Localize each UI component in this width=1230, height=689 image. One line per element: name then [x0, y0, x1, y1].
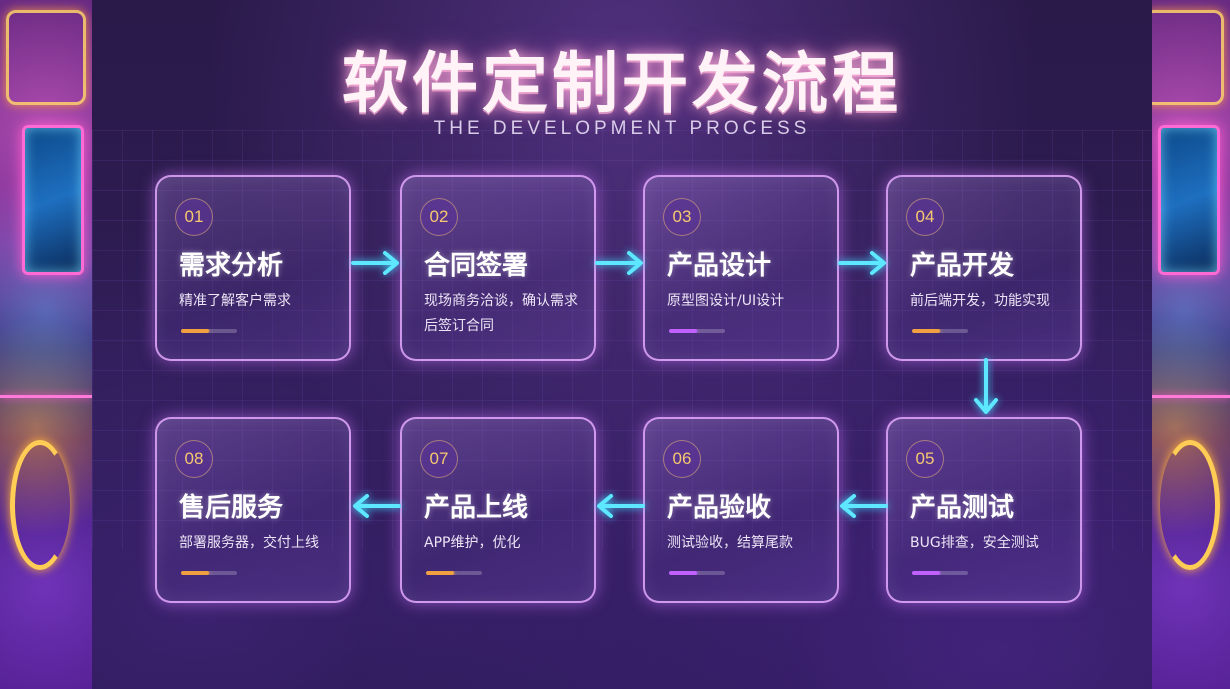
step-progress-bar	[181, 329, 237, 333]
right-decoration	[1138, 0, 1230, 689]
step-number: 01	[175, 198, 213, 236]
step-number: 06	[663, 440, 701, 478]
step-progress-bar	[181, 571, 237, 575]
arrow-left-icon	[595, 491, 645, 521]
step-progress-bar	[912, 571, 968, 575]
step-title: 需求分析	[179, 251, 284, 281]
arcade-screen	[22, 125, 84, 275]
arrow-right-icon	[595, 248, 645, 278]
step-progress-fill	[669, 329, 697, 333]
step-title: 产品验收	[667, 493, 772, 523]
step-description: APP维护，优化	[424, 535, 521, 551]
step-progress-bar	[669, 571, 725, 575]
step-progress-fill	[669, 571, 697, 575]
step-card-07: 07 产品上线 APP维护，优化	[400, 417, 596, 603]
step-card-01: 01 需求分析 精准了解客户需求	[155, 175, 351, 361]
step-card-06: 06 产品验收 测试验收，结算尾款	[643, 417, 839, 603]
step-description: 精准了解客户需求	[179, 293, 291, 309]
arrow-left-icon	[351, 491, 401, 521]
step-description: 前后端开发，功能实现	[910, 293, 1050, 309]
step-progress-fill	[426, 571, 454, 575]
step-description: 原型图设计/UI设计	[667, 293, 785, 309]
arcade-screen	[1158, 125, 1220, 275]
step-progress-bar	[912, 329, 968, 333]
step-number: 05	[906, 440, 944, 478]
step-title: 合同签署	[424, 251, 529, 281]
step-card-08: 08 售后服务 部署服务器，交付上线	[155, 417, 351, 603]
step-title: 产品开发	[910, 251, 1015, 281]
crescent-ornament	[1160, 440, 1220, 570]
neon-line	[1138, 395, 1230, 398]
page-subtitle: THE DEVELOPMENT PROCESS	[433, 118, 811, 139]
step-description: BUG排查，安全测试	[910, 535, 1039, 551]
arrow-left-icon	[838, 491, 888, 521]
step-title: 产品测试	[910, 493, 1015, 523]
step-number: 07	[420, 440, 458, 478]
step-description: 测试验收，结算尾款	[667, 535, 793, 551]
step-description: 部署服务器，交付上线	[179, 535, 319, 551]
main-panel: 软件定制开发流程 THE DEVELOPMENT PROCESS 01 需求分析…	[92, 0, 1152, 689]
step-progress-fill	[912, 571, 940, 575]
step-description: 现场商务洽谈，确认需求后签订合同	[424, 293, 578, 334]
page-title: 软件定制开发流程	[342, 45, 902, 122]
step-progress-bar	[426, 571, 482, 575]
step-number: 04	[906, 198, 944, 236]
step-progress-fill	[912, 329, 940, 333]
left-decoration	[0, 0, 92, 689]
crescent-ornament	[10, 440, 70, 570]
step-card-05: 05 产品测试 BUG排查，安全测试	[886, 417, 1082, 603]
step-progress-bar	[669, 329, 725, 333]
step-card-02: 02 合同签署 现场商务洽谈，确认需求后签订合同	[400, 175, 596, 361]
arrow-right-icon	[351, 248, 401, 278]
step-title: 产品上线	[424, 493, 529, 523]
step-title: 售后服务	[179, 493, 284, 523]
step-card-04: 04 产品开发 前后端开发，功能实现	[886, 175, 1082, 361]
ornament-frame	[6, 10, 86, 105]
neon-line	[0, 395, 92, 398]
arrow-right-icon	[838, 248, 888, 278]
step-number: 03	[663, 198, 701, 236]
step-progress-fill	[181, 329, 209, 333]
step-title: 产品设计	[667, 251, 772, 281]
step-number: 02	[420, 198, 458, 236]
step-number: 08	[175, 440, 213, 478]
step-card-03: 03 产品设计 原型图设计/UI设计	[643, 175, 839, 361]
step-progress-fill	[181, 571, 209, 575]
arrow-down-icon	[971, 358, 1001, 416]
ornament-frame	[1144, 10, 1224, 105]
background-grid	[92, 130, 1152, 550]
